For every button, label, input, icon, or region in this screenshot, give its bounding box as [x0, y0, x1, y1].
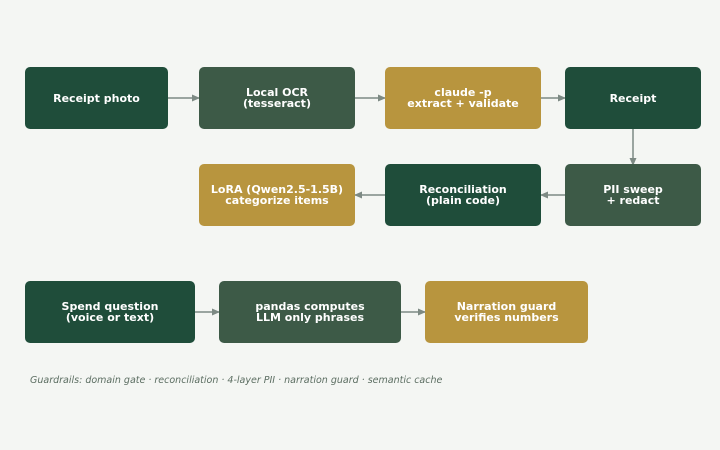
node-pii-sweep-label: PII sweep + redact: [603, 183, 663, 207]
node-lora-label: LoRA (Qwen2.5-1.5B) categorize items: [210, 183, 344, 207]
node-local-ocr-label: Local OCR (tesseract): [243, 86, 311, 110]
node-pandas-label: pandas computes LLM only phrases: [255, 300, 365, 324]
node-local-ocr: Local OCR (tesseract): [199, 67, 355, 129]
node-receipt: Receipt: [565, 67, 701, 129]
node-claude-p: claude -p extract + validate: [385, 67, 541, 129]
node-spend-question-label: Spend question (voice or text): [61, 300, 159, 324]
node-pii-sweep: PII sweep + redact: [565, 164, 701, 226]
node-receipt-photo-label: Receipt photo: [53, 91, 140, 105]
node-narration-guard: Narration guard verifies numbers: [425, 281, 588, 343]
node-narration-guard-label: Narration guard verifies numbers: [454, 300, 559, 324]
guardrails-footnote: Guardrails: domain gate · reconciliation…: [30, 375, 443, 386]
node-reconciliation-label: Reconciliation (plain code): [419, 183, 507, 207]
node-receipt-photo: Receipt photo: [25, 67, 168, 129]
node-reconciliation: Reconciliation (plain code): [385, 164, 541, 226]
node-receipt-label: Receipt: [609, 91, 657, 105]
node-lora: LoRA (Qwen2.5-1.5B) categorize items: [199, 164, 355, 226]
node-pandas: pandas computes LLM only phrases: [219, 281, 401, 343]
node-spend-question: Spend question (voice or text): [25, 281, 195, 343]
node-claude-p-label: claude -p extract + validate: [407, 86, 519, 110]
